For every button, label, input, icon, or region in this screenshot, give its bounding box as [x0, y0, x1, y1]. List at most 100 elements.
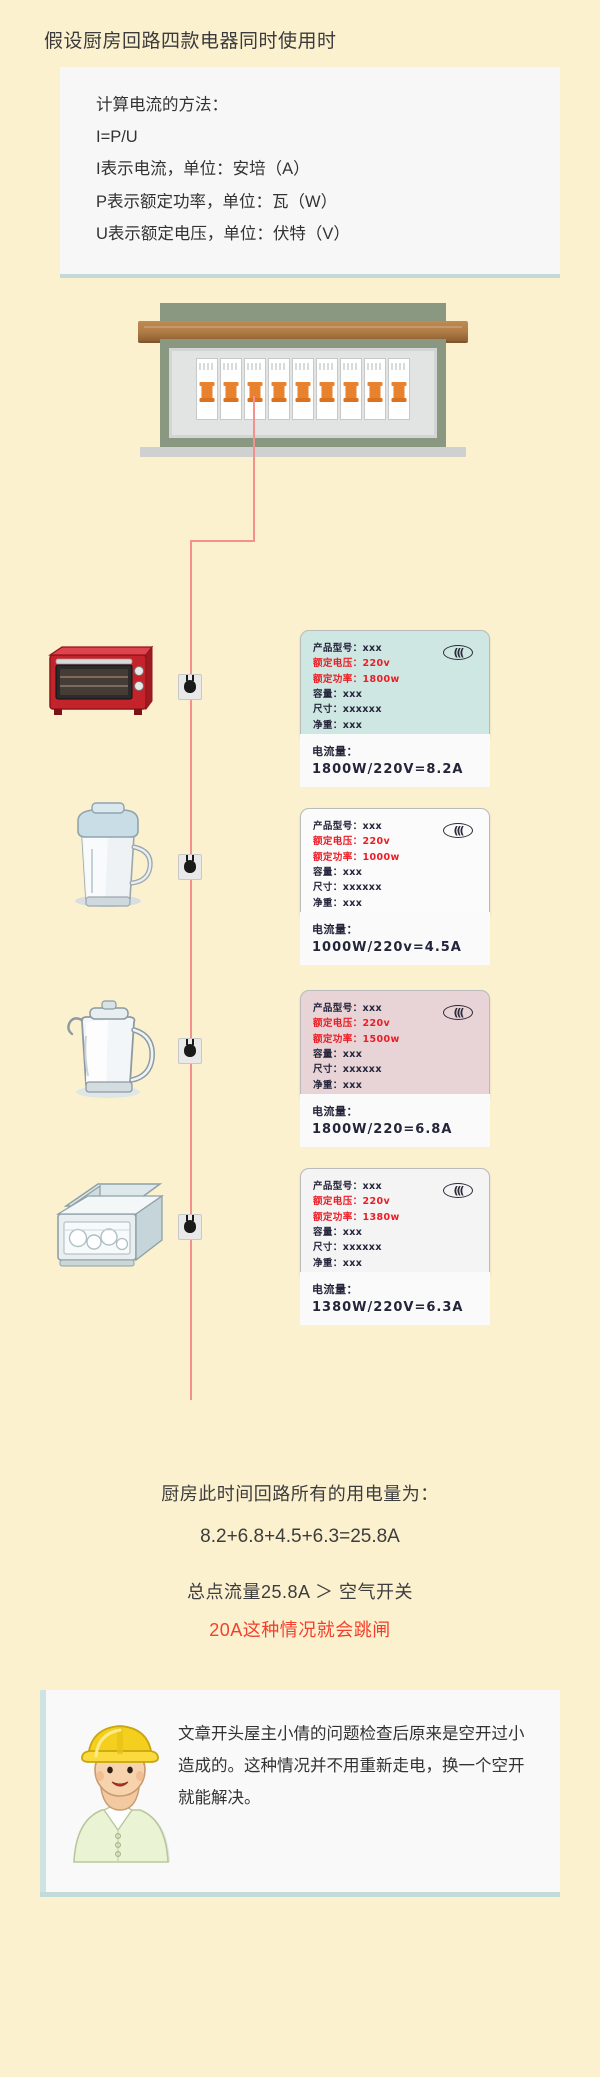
breaker-switch-icon: [271, 381, 287, 402]
net-weight: 净重：xxx: [313, 719, 363, 731]
wood-shelf: [138, 320, 468, 341]
breaker-unit: [244, 357, 266, 420]
appliance-blender-illustration: [58, 801, 158, 916]
product-card-kettle: ((( 产品型号：xxx 额定电压：220v 额定功率：1500w 容量：xxx…: [300, 989, 490, 1104]
calc-value: 1800W/220=6.8A: [312, 1121, 453, 1137]
product-card-dishwasher: ((( 产品型号：xxx 额定电压：220v 额定功率：1380w 容量：xxx…: [300, 1167, 490, 1282]
rated-power: 额定功率：1000w: [313, 851, 400, 863]
capacity: 容量：xxx: [313, 866, 363, 878]
rated-voltage: 额定电压：220v: [313, 1196, 391, 1208]
breaker-unit: [388, 357, 410, 420]
wire-bend: [190, 539, 255, 542]
ccc-certification-icon: (((: [443, 1004, 473, 1020]
formula-divider: [60, 273, 560, 278]
wiring-diagram: ((( 产品型号：xxx 额定电压：220v 额定功率：1800w 容量：xxx…: [0, 296, 600, 1476]
footer-text: 文章开头屋主小倩的问题检查后原来是空开过小造成的。这种情况并不用重新走电，换一个…: [178, 1724, 525, 1808]
calc-label: 电流量：: [312, 922, 358, 936]
breaker-switch-icon: [391, 381, 407, 402]
breaker-unit: [196, 357, 218, 420]
formula-line-3: P表示额定功率，单位：瓦（W）: [96, 192, 338, 211]
capacity: 容量：xxx: [313, 1048, 363, 1060]
product-model: 产品型号：xxx: [313, 642, 383, 654]
rated-voltage: 额定电压：220v: [313, 836, 391, 848]
formula-box: 计算电流的方法： I=P/U I表示电流，单位：安培（A） P表示额定功率，单位…: [60, 67, 560, 274]
breaker-switch-icon: [223, 381, 239, 402]
summary-block: 厨房此时间回路所有的用电量为： 8.2+6.8+4.5+6.3=25.8A 总点…: [0, 1480, 600, 1650]
net-weight: 净重：xxx: [313, 1257, 363, 1269]
dimensions: 尺寸：xxxxxx: [313, 1242, 382, 1254]
current-calc-kettle: 电流量： 1800W/220=6.8A: [300, 1093, 490, 1147]
socket-oven: [178, 673, 202, 700]
calc-label: 电流量：: [312, 1104, 358, 1118]
summary-alert: 20A这种情况就会跳闸: [209, 1619, 391, 1640]
breaker-unit: [292, 357, 314, 420]
panel-backboard: [160, 302, 446, 325]
plug-icon: [184, 855, 196, 874]
rated-voltage: 额定电压：220v: [313, 1018, 391, 1030]
rated-power: 额定功率：1500w: [313, 1033, 400, 1045]
calc-label: 电流量：: [312, 1282, 358, 1296]
ccc-certification-icon: (((: [443, 1182, 473, 1198]
plug-icon: [184, 1215, 196, 1234]
product-model: 产品型号：xxx: [313, 820, 383, 832]
breaker-switch-icon: [247, 381, 263, 402]
breaker-unit: [364, 357, 386, 420]
dimensions: 尺寸：xxxxxx: [313, 704, 382, 716]
formula-line-0: 计算电流的方法：: [96, 96, 228, 114]
formula-line-2: I表示电流，单位：安培（A）: [96, 160, 310, 179]
socket-blender: [178, 853, 202, 880]
product-model: 产品型号：xxx: [313, 1002, 383, 1014]
breaker-switch-icon: [367, 381, 383, 402]
plug-icon: [184, 675, 196, 694]
ccc-certification-icon: (((: [443, 644, 473, 660]
capacity: 容量：xxx: [313, 688, 363, 700]
capacity: 容量：xxx: [313, 1226, 363, 1238]
summary-line-1: 厨房此时间回路所有的用电量为：: [161, 1483, 439, 1504]
appliance-dishwasher-illustration: [48, 1176, 165, 1281]
current-calc-blender: 电流量： 1000W/220v=4.5A: [300, 911, 490, 965]
calc-value: 1380W/220V=6.3A: [312, 1299, 464, 1315]
breaker-row: [169, 347, 437, 438]
summary-line-2: 8.2+6.8+4.5+6.3=25.8A: [200, 1525, 400, 1547]
breaker-unit: [220, 357, 242, 420]
net-weight: 净重：xxx: [313, 897, 363, 909]
breaker-switch-icon: [295, 381, 311, 402]
breaker-unit: [268, 357, 290, 420]
worker-avatar: [60, 1714, 178, 1864]
ccc-certification-icon: (((: [443, 822, 473, 838]
product-model: 产品型号：xxx: [313, 1180, 383, 1192]
calc-label: 电流量：: [312, 744, 358, 758]
rated-power: 额定功率：1380w: [313, 1211, 400, 1223]
formula-line-4: U表示额定电压，单位：伏特（V）: [96, 224, 350, 243]
product-card-blender: ((( 产品型号：xxx 额定电压：220v 额定功率：1000w 容量：xxx…: [300, 807, 490, 922]
wire-drop: [253, 395, 255, 541]
socket-kettle: [178, 1037, 202, 1064]
rated-power: 额定功率：1800w: [313, 673, 400, 685]
product-card-oven: ((( 产品型号：xxx 额定电压：220v 额定功率：1800w 容量：xxx…: [300, 629, 490, 744]
current-calc-dishwasher: 电流量： 1380W/220V=6.3A: [300, 1271, 490, 1325]
net-weight: 净重：xxx: [313, 1079, 363, 1091]
dimensions: 尺寸：xxxxxx: [313, 882, 382, 894]
current-calc-oven: 电流量： 1800W/220V=8.2A: [300, 733, 490, 787]
breaker-panel: [138, 302, 468, 457]
summary-line-3: 总点流量25.8A ＞ 空气开关: [186, 1581, 414, 1602]
page-title: 假设厨房回路四款电器同时使用时: [44, 31, 337, 52]
breaker-switch-icon: [319, 381, 335, 402]
formula-line-1: I=P/U: [96, 128, 138, 147]
breaker-unit: [340, 357, 362, 420]
panel-body: [160, 338, 446, 447]
footer-conclusion-card: 文章开头屋主小倩的问题检查后原来是空开过小造成的。这种情况并不用重新走电，换一个…: [40, 1689, 560, 1892]
appliance-oven-illustration: [44, 641, 154, 726]
rated-voltage: 额定电压：220v: [313, 658, 391, 670]
calc-value: 1800W/220V=8.2A: [312, 761, 464, 777]
footer-divider: [40, 1891, 560, 1897]
wire-trunk: [190, 539, 192, 1400]
socket-dishwasher: [178, 1213, 202, 1240]
plug-icon: [184, 1039, 196, 1058]
breaker-switch-icon: [343, 381, 359, 402]
dimensions: 尺寸：xxxxxx: [313, 1064, 382, 1076]
breaker-switch-icon: [199, 381, 215, 402]
appliance-kettle-illustration: [56, 996, 164, 1106]
breaker-unit: [316, 357, 338, 420]
